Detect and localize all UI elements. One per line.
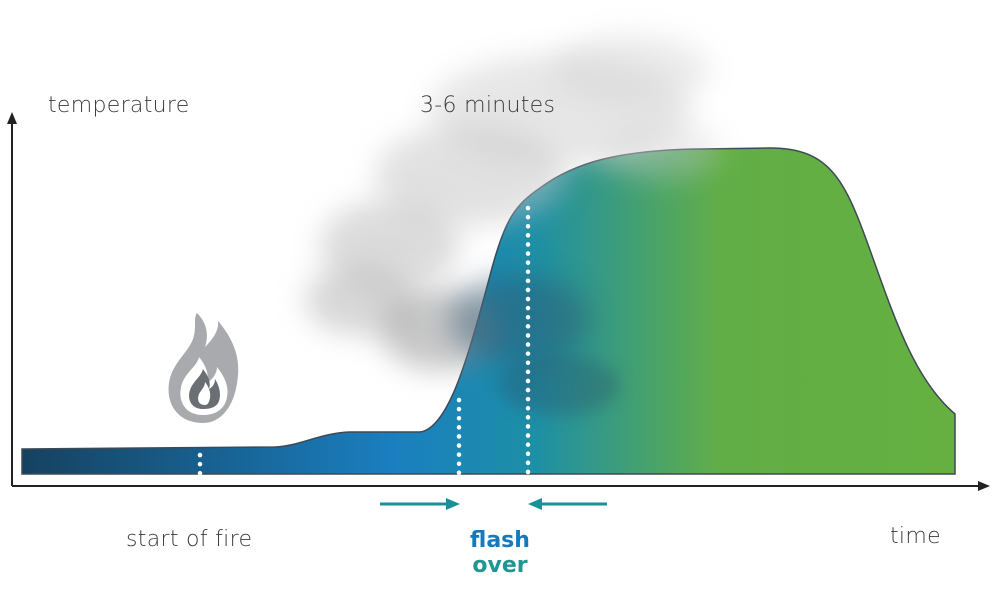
y-axis xyxy=(7,112,17,486)
flashover-label-line2: over xyxy=(472,553,528,578)
smoke-cloud xyxy=(305,35,720,415)
duration-label: 3-6 minutes xyxy=(420,93,556,118)
x-axis xyxy=(12,481,990,491)
flashover-label-line1: flash xyxy=(470,528,530,553)
right-arrow-icon xyxy=(380,498,460,510)
start-of-fire-label: start of fire xyxy=(126,527,253,552)
left-arrow-icon xyxy=(528,498,607,510)
flame-icon xyxy=(168,313,239,423)
x-axis-label: time xyxy=(890,524,941,549)
flashover-label: flash over xyxy=(440,528,560,578)
y-axis-label: temperature xyxy=(48,93,190,118)
